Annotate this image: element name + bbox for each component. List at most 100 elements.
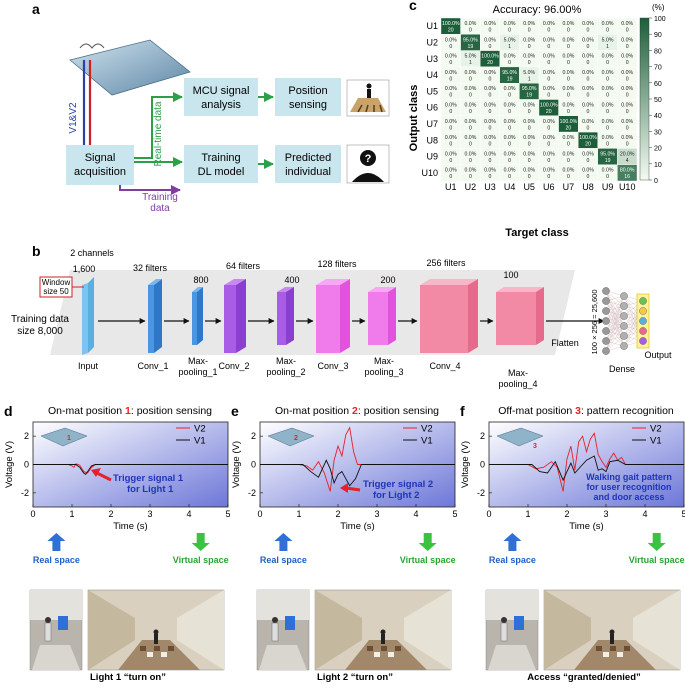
- cm-cell-count: 0: [626, 44, 629, 50]
- y-tick-label: 2: [251, 431, 256, 441]
- dense-connection: [605, 335, 625, 352]
- cm-cell-percent: 0.0%: [582, 119, 594, 125]
- pool1-block: [192, 287, 203, 345]
- cm-cell-count: 0: [489, 93, 492, 99]
- cm-y-tick: U9: [426, 152, 438, 162]
- cm-cell-count: 0: [547, 28, 550, 34]
- photo-caption: Light 2 “turn on”: [317, 672, 393, 683]
- cm-cell-percent: 0.0%: [543, 168, 555, 174]
- confusion-xlabel: Target class: [505, 227, 568, 239]
- dense-neuron: [639, 297, 647, 305]
- cm-cell-count: 0: [567, 28, 570, 34]
- cm-cell-count: 0: [587, 76, 590, 82]
- cm-cell-count: 0: [489, 158, 492, 164]
- annotation-arrow: [96, 471, 112, 482]
- cm-cell-percent: 0.0%: [464, 151, 476, 157]
- legend-v2-label: V2: [194, 424, 206, 435]
- panel-label: f: [460, 403, 465, 419]
- legend-v1-label: V1: [194, 436, 206, 447]
- cm-cell-percent: 0.0%: [445, 37, 457, 43]
- y-axis-label: Voltage (V): [460, 441, 471, 488]
- cm-cell-percent: 100.0%: [540, 103, 558, 109]
- cm-cell-percent: 0.0%: [523, 21, 535, 27]
- dim-800: 800: [193, 275, 208, 285]
- cm-cell-percent: 0.0%: [582, 21, 594, 27]
- dense-neuron: [620, 322, 628, 330]
- cm-cell-percent: 0.0%: [504, 135, 516, 141]
- window-line2: size 50: [43, 287, 69, 296]
- cm-cell-count: 1: [508, 44, 511, 50]
- layer-pool1-b: pooling_1: [178, 367, 217, 377]
- layer-conv4: Conv_4: [429, 361, 460, 371]
- cm-cell-count: 0: [587, 93, 590, 99]
- cm-cell-percent: 0.0%: [582, 168, 594, 174]
- cm-cell-percent: 0.0%: [504, 168, 516, 174]
- cm-x-tick: U9: [602, 182, 614, 192]
- panel-title: On-mat position 2: position sensing: [275, 405, 439, 417]
- panel-c-label: c: [409, 0, 417, 13]
- panel-title: Off-mat position 3: pattern recognition: [498, 405, 674, 417]
- wire-coil-icon: [79, 43, 105, 49]
- cm-cell-count: 0: [626, 76, 629, 82]
- cm-x-tick: U2: [465, 182, 477, 192]
- x-tick-label: 1: [525, 509, 530, 519]
- cm-cell-percent: 0.0%: [543, 86, 555, 92]
- cm-cell-percent: 0.0%: [504, 21, 516, 27]
- real-space-label: Real space: [33, 555, 80, 565]
- dense-neuron: [639, 337, 647, 345]
- cm-cell-count: 0: [626, 142, 629, 148]
- dense-neuron: [620, 312, 628, 320]
- y-tick-label: -2: [248, 488, 256, 498]
- cm-cell-percent: 0.0%: [445, 54, 457, 60]
- layer-pool2-a: Max-: [276, 356, 296, 366]
- mat-position-marker: 3: [533, 443, 537, 450]
- predicted-line2: individual: [285, 166, 331, 178]
- real-space-label: Real space: [489, 555, 536, 565]
- y-tick-label: 0: [24, 460, 29, 470]
- virtual-space-label: Virtual space: [629, 555, 685, 565]
- cm-cell-count: 20: [448, 28, 454, 34]
- x-tick-label: 4: [642, 509, 647, 519]
- cm-cell-percent: 0.0%: [523, 103, 535, 109]
- dense-neuron: [602, 307, 610, 315]
- cm-cell-count: 0: [469, 28, 472, 34]
- cm-cell-percent: 0.0%: [523, 135, 535, 141]
- colorbar-tick-label: 90: [654, 32, 662, 39]
- dense-connection: [605, 295, 625, 332]
- cm-cell-percent: 0.0%: [582, 70, 594, 76]
- training-size-line2: size 8,000: [17, 326, 63, 337]
- cm-cell-percent: 0.0%: [621, 119, 633, 125]
- cm-cell-count: 0: [508, 125, 511, 131]
- cm-cell-count: 0: [626, 93, 629, 99]
- cm-cell-count: 0: [626, 60, 629, 66]
- cm-cell-percent: 0.0%: [543, 135, 555, 141]
- cm-cell-percent: 0.0%: [464, 119, 476, 125]
- cm-cell-count: 0: [449, 44, 452, 50]
- cm-cell-count: 0: [606, 109, 609, 115]
- cm-cell-percent: 0.0%: [464, 70, 476, 76]
- cm-cell-count: 0: [567, 174, 570, 180]
- cm-cell-count: 0: [547, 125, 550, 131]
- series-v2-line: [489, 432, 684, 492]
- realtime-arrow: [134, 92, 183, 159]
- pool4-block: [496, 287, 544, 345]
- cm-cell-percent: 0.0%: [445, 119, 457, 125]
- real-space-arrow: [503, 533, 522, 551]
- virtual-space-render: [314, 589, 452, 671]
- panel-title: On-mat position 1: position sensing: [48, 405, 212, 417]
- cm-cell-percent: 0.0%: [484, 86, 496, 92]
- cm-cell-count: 0: [567, 109, 570, 115]
- cm-cell-percent: 0.0%: [582, 86, 594, 92]
- virtual-space-render: [87, 589, 225, 671]
- annotation-line2: for user recognition: [586, 482, 671, 492]
- cm-cell-count: 0: [567, 76, 570, 82]
- title-suffix: : pattern recognition: [581, 405, 674, 417]
- cm-cell-percent: 0.0%: [621, 135, 633, 141]
- dense-connection: [605, 295, 625, 342]
- colorbar-unit: (%): [652, 3, 665, 12]
- cm-cell-count: 19: [526, 93, 532, 99]
- signal-acq-line2: acquisition: [74, 166, 126, 178]
- cm-cell-count: 0: [528, 125, 531, 131]
- cm-cell-percent: 5.0%: [464, 54, 476, 60]
